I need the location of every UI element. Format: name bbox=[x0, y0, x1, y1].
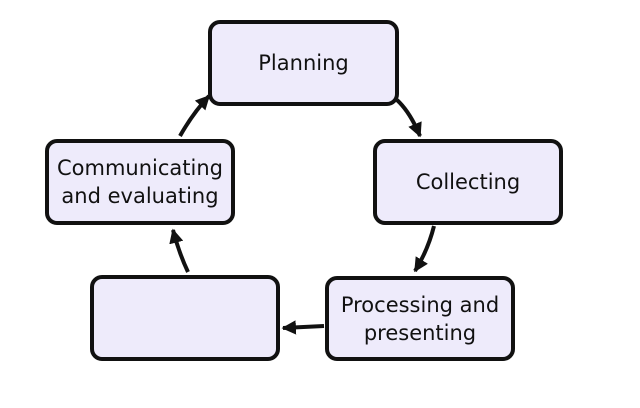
stage-box-planning: Planning bbox=[208, 20, 399, 106]
stage-box-blank bbox=[90, 275, 280, 361]
stage-label-processing: Processing and presenting bbox=[340, 292, 500, 345]
arrow-processing-to-blank bbox=[281, 320, 325, 335]
arrow-planning-to-collecting bbox=[395, 98, 422, 138]
arrow-blank-to-communicating bbox=[169, 228, 190, 273]
stage-label-communicating: Communicating and evaluating bbox=[56, 156, 223, 208]
stage-box-collecting: Collecting bbox=[373, 139, 563, 225]
stage-box-processing: Processing and presenting bbox=[325, 276, 515, 361]
stage-label-planning: Planning bbox=[258, 51, 349, 75]
stage-label-collecting: Collecting bbox=[415, 170, 521, 194]
stage-box-communicating: Communicating and evaluating bbox=[45, 139, 235, 225]
arrow-collecting-to-processing bbox=[413, 225, 436, 273]
arrow-communicating-to-planning bbox=[178, 94, 211, 137]
